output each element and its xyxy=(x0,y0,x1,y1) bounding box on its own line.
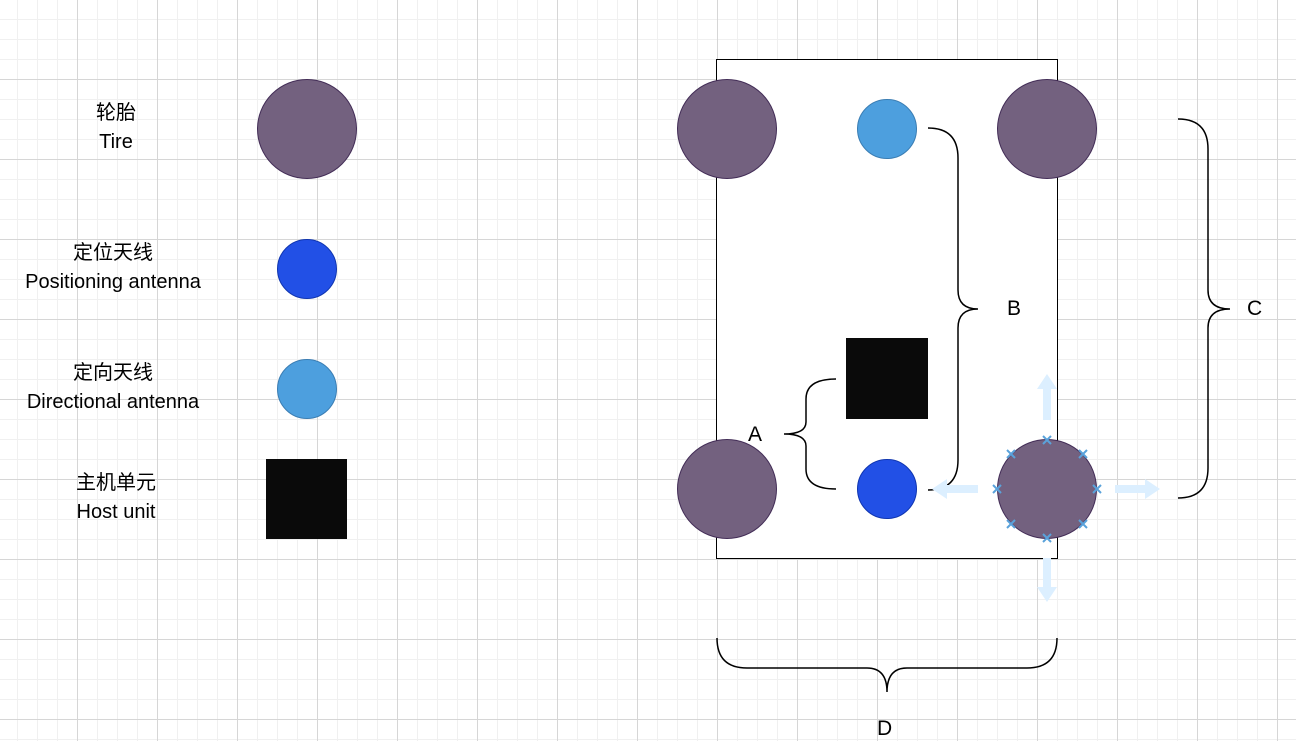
connection-point-icon xyxy=(1042,435,1052,445)
connection-point-icon xyxy=(1078,449,1088,459)
legend-host-unit-label-zh: 主机单元 xyxy=(76,472,156,494)
legend-directional-antenna-label-zh: 定向天线 xyxy=(73,362,153,384)
vehicle-host-unit[interactable] xyxy=(846,338,928,419)
arrow-right-icon[interactable] xyxy=(1115,479,1160,499)
legend-positioning-antenna-label-zh: 定位天线 xyxy=(72,242,153,264)
arrow-up-icon[interactable] xyxy=(1037,374,1057,420)
legend-tire-label: 轮胎 Tire xyxy=(96,99,136,157)
connection-point-icon xyxy=(992,484,1002,494)
legend-host-unit-label: 主机单元 Host unit xyxy=(76,469,156,527)
vehicle-tire-front-right[interactable] xyxy=(997,79,1097,179)
brace-a xyxy=(783,378,837,490)
selection-arrows[interactable] xyxy=(932,374,1160,602)
vehicle-directional-antenna[interactable] xyxy=(857,99,917,159)
legend-directional-antenna-symbol[interactable] xyxy=(277,359,337,419)
legend-host-unit-label-en: Host unit xyxy=(76,501,156,523)
legend-directional-antenna-label-en: Directional antenna xyxy=(26,391,200,413)
legend-tire-label-en: Tire xyxy=(99,131,133,153)
brace-b xyxy=(927,127,979,491)
connection-points[interactable] xyxy=(992,435,1102,543)
legend-host-unit-symbol[interactable] xyxy=(266,459,347,539)
brace-c xyxy=(1177,118,1231,499)
legend-tire-label-zh: 轮胎 xyxy=(96,102,136,124)
vehicle-positioning-antenna[interactable] xyxy=(857,459,917,519)
legend-positioning-antenna-symbol[interactable] xyxy=(277,239,337,299)
dimension-label-a: A xyxy=(748,423,763,446)
dimension-label-c: C xyxy=(1247,297,1263,320)
arrow-down-icon[interactable] xyxy=(1037,558,1057,602)
connection-point-icon xyxy=(1006,449,1016,459)
vehicle-tire-front-left[interactable] xyxy=(677,79,777,179)
dimension-label-b: B xyxy=(1007,297,1022,320)
vehicle-tire-rear-left[interactable] xyxy=(677,439,777,539)
legend-positioning-antenna-label-en: Positioning antenna xyxy=(25,271,201,293)
legend-directional-antenna-label: 定向天线 Directional antenna xyxy=(27,359,199,417)
legend-positioning-antenna-label: 定位天线 Positioning antenna xyxy=(25,239,201,297)
brace-d xyxy=(716,637,1058,693)
legend-tire-symbol[interactable] xyxy=(257,79,357,179)
connection-point-icon xyxy=(1092,484,1102,494)
connection-point-icon xyxy=(1006,519,1016,529)
arrow-left-icon[interactable] xyxy=(932,479,978,499)
dimension-label-d: D xyxy=(877,717,893,740)
connection-point-icon xyxy=(1078,519,1088,529)
connection-point-icon xyxy=(1042,533,1052,543)
